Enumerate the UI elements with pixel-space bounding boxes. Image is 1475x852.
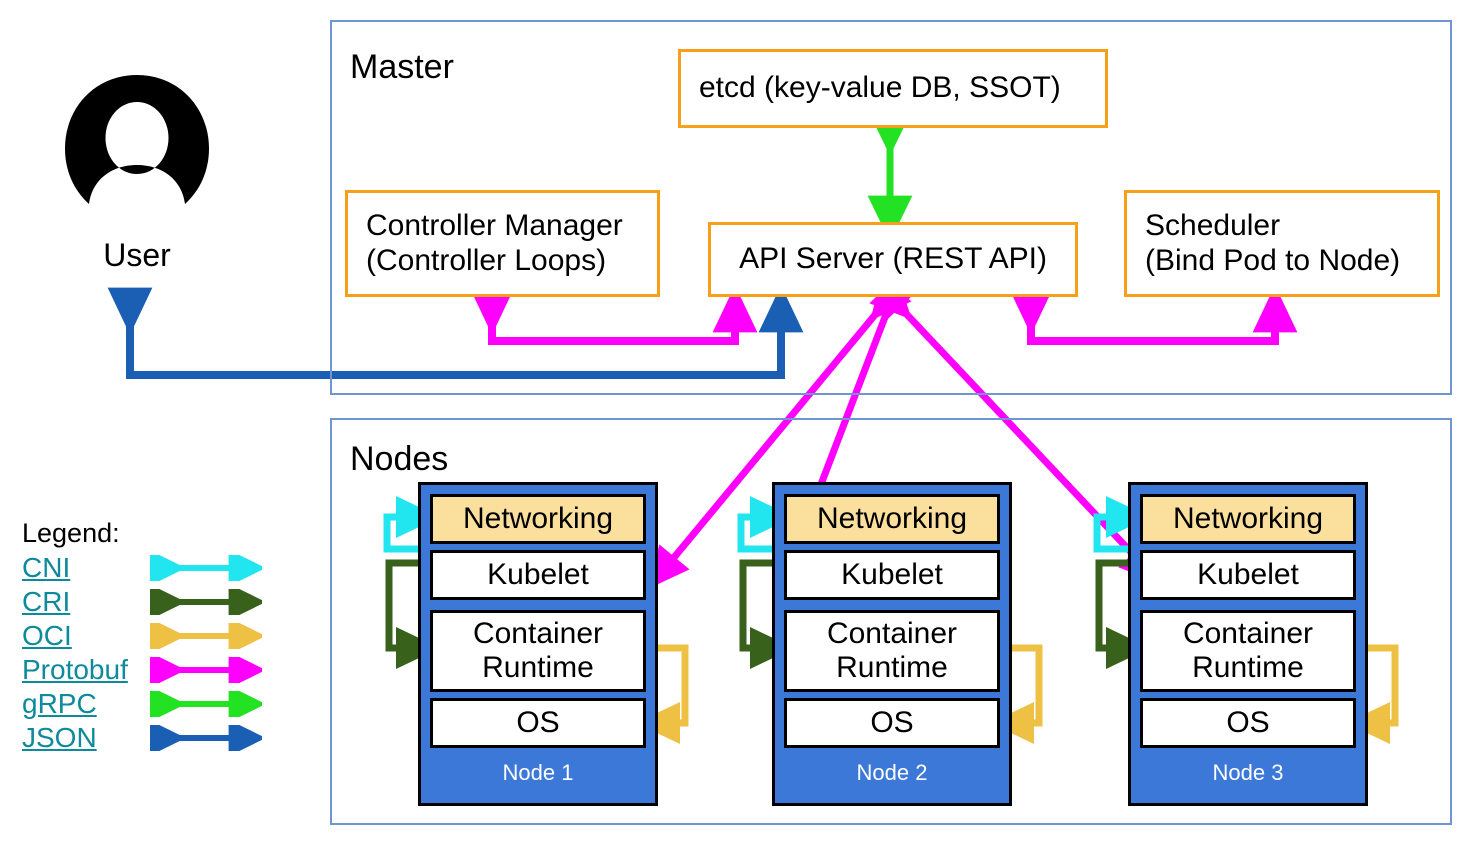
connector-node1-cni <box>383 496 441 553</box>
legend-item-label[interactable]: JSON <box>22 722 97 753</box>
legend-item-oci[interactable]: OCI <box>22 619 272 653</box>
legend-item-grpc[interactable]: gRPC <box>22 687 272 721</box>
node-1-os-label: OS <box>516 706 560 740</box>
user-label: User <box>103 237 171 273</box>
api-server-label: API Server (REST API) <box>739 242 1047 276</box>
node-2-container-runtime-layer[interactable]: Container Runtime <box>784 610 1000 692</box>
node-2-os-layer[interactable]: OS <box>784 698 1000 748</box>
legend-arrow-icon <box>150 555 262 581</box>
legend-arrow-icon <box>150 725 262 751</box>
node-3-container-runtime-label-line1: Container <box>1182 617 1314 651</box>
legend-item-json[interactable]: JSON <box>22 721 272 755</box>
legend-item-label[interactable]: OCI <box>22 620 72 651</box>
legend-item-label[interactable]: Protobuf <box>22 654 128 685</box>
node-1-os-layer[interactable]: OS <box>430 698 646 748</box>
legend-arrow-icon <box>150 623 262 649</box>
legend-item-label[interactable]: CNI <box>22 552 71 583</box>
connector-node1-oci <box>635 644 689 744</box>
node-3-kubelet-label: Kubelet <box>1197 558 1299 592</box>
connector-node2-oci <box>989 644 1043 744</box>
nodes-group-title: Nodes <box>350 440 449 478</box>
controller-manager-label-line1: Controller Manager <box>366 208 623 242</box>
node-1-container-runtime-label-line2: Runtime <box>482 651 594 684</box>
controller-manager-box[interactable]: Controller Manager (Controller Loops) <box>345 190 660 297</box>
node-3-kubelet-layer[interactable]: Kubelet <box>1140 550 1356 600</box>
node-2-container-runtime-label-line2: Runtime <box>836 651 948 684</box>
connector-apiserver-node3-protobuf <box>869 276 1161 584</box>
legend-item-label[interactable]: gRPC <box>22 688 97 719</box>
node-1-networking-layer[interactable]: Networking <box>430 494 646 544</box>
legend-title: Legend: <box>22 518 120 548</box>
connector-node3-cni <box>1093 496 1151 553</box>
api-server-box[interactable]: API Server (REST API) <box>708 222 1078 297</box>
scheduler-box[interactable]: Scheduler (Bind Pod to Node) <box>1124 190 1440 297</box>
legend-item-label[interactable]: CRI <box>22 586 71 617</box>
controller-manager-label-line2: (Controller Loops) <box>366 243 607 277</box>
node-3-networking-label: Networking <box>1172 502 1324 536</box>
scheduler-label-line1: Scheduler <box>1145 208 1281 242</box>
connector-node2-cri <box>739 559 795 670</box>
node-3-container-runtime-label-line2: Runtime <box>1192 651 1304 684</box>
connector-node1-cri <box>385 559 441 670</box>
node-1-container-runtime-label-line1: Container <box>472 617 604 651</box>
node-2-container-runtime-label-line1: Container <box>826 617 958 651</box>
node-1-kubelet-layer[interactable]: Kubelet <box>430 550 646 600</box>
node-3-networking-layer[interactable]: Networking <box>1140 494 1356 544</box>
master-group <box>330 20 1452 395</box>
node-1[interactable]: Networking Kubelet Container Runtime OS … <box>418 482 658 806</box>
nodes-group <box>330 418 1452 825</box>
node-2-os-label: OS <box>870 706 914 740</box>
master-group-title: Master <box>350 48 454 86</box>
connector-node3-cri <box>1095 559 1151 670</box>
legend-arrow-icon <box>150 657 262 683</box>
legend-arrow-icon <box>150 589 262 615</box>
node-2-networking-label: Networking <box>816 502 968 536</box>
node-3[interactable]: Networking Kubelet Container Runtime OS … <box>1128 482 1368 806</box>
node-1-kubelet-label: Kubelet <box>487 558 589 592</box>
node-1-networking-label: Networking <box>462 502 614 536</box>
node-2[interactable]: Networking Kubelet Container Runtime OS … <box>772 482 1012 806</box>
node-1-name: Node 1 <box>502 760 574 785</box>
node-2-networking-layer[interactable]: Networking <box>784 494 1000 544</box>
scheduler-label-line2: (Bind Pod to Node) <box>1145 243 1401 277</box>
node-3-container-runtime-layer[interactable]: Container Runtime <box>1140 610 1356 692</box>
legend-item-protobuf[interactable]: Protobuf <box>22 653 272 687</box>
node-1-container-runtime-layer[interactable]: Container Runtime <box>430 610 646 692</box>
legend-item-cni[interactable]: CNI <box>22 551 272 585</box>
node-2-name: Node 2 <box>856 760 928 785</box>
etcd-label: etcd (key-value DB, SSOT) <box>699 71 1061 105</box>
node-3-os-label: OS <box>1226 706 1270 740</box>
node-2-kubelet-label: Kubelet <box>841 558 943 592</box>
node-3-os-layer[interactable]: OS <box>1140 698 1356 748</box>
etcd-box[interactable]: etcd (key-value DB, SSOT) <box>678 49 1108 128</box>
connector-node3-oci <box>1345 644 1399 744</box>
user-avatar-icon <box>65 75 209 204</box>
node-3-name: Node 3 <box>1212 760 1284 785</box>
connector-node2-cni <box>737 496 795 553</box>
legend-item-cri[interactable]: CRI <box>22 585 272 619</box>
legend-arrow-icon <box>150 691 262 717</box>
node-2-kubelet-layer[interactable]: Kubelet <box>784 550 1000 600</box>
